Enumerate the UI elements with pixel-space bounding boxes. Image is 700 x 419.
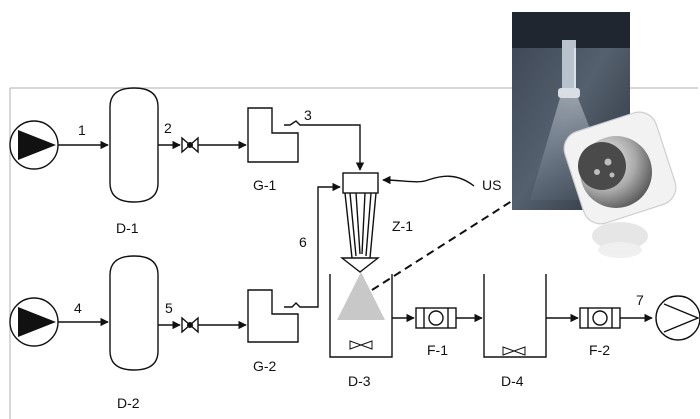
unit-label-d1: D-1 [116,220,139,236]
unit-label-d3: D-3 [348,373,371,389]
unit-g2 [248,290,298,342]
unit-z1 [343,173,378,193]
spray-cone [337,272,385,320]
pump-icon [10,121,58,169]
stream-label-5: 5 [165,300,173,316]
unit-label-us: US [482,177,501,193]
stream-label-4: 4 [74,300,82,316]
unit-label-g2: G-2 [253,358,277,374]
faded-bubble [592,222,648,258]
vessel-d1 [110,88,158,202]
filter-icon [580,308,620,328]
valve-icon [182,318,198,332]
unit-label-d4: D-4 [501,373,524,389]
unit-label-d2: D-2 [117,395,140,411]
unit-g1 [248,108,298,162]
pump-icon [10,298,58,346]
valve-icon [182,138,198,152]
filter-icon [416,308,456,328]
stream-label-3: 3 [304,107,312,123]
unit-label-f1: F-1 [427,342,448,358]
unit-label-g1: G-1 [253,177,277,193]
nozzle-spray-lines [345,193,376,258]
stirrer-icon [503,347,525,355]
stream-label-7: 7 [636,292,644,308]
vessel-d4 [484,274,546,357]
pump-icon [656,296,700,340]
unit-label-z1: Z-1 [392,218,413,234]
stirrer-icon [350,341,372,349]
stream-label-6: 6 [299,234,307,250]
unit-label-f2: F-2 [589,342,610,358]
stream-label-2: 2 [164,120,172,136]
stream-label-1: 1 [78,122,86,138]
us-signal-line [383,176,474,186]
vessel-d2 [110,256,158,370]
